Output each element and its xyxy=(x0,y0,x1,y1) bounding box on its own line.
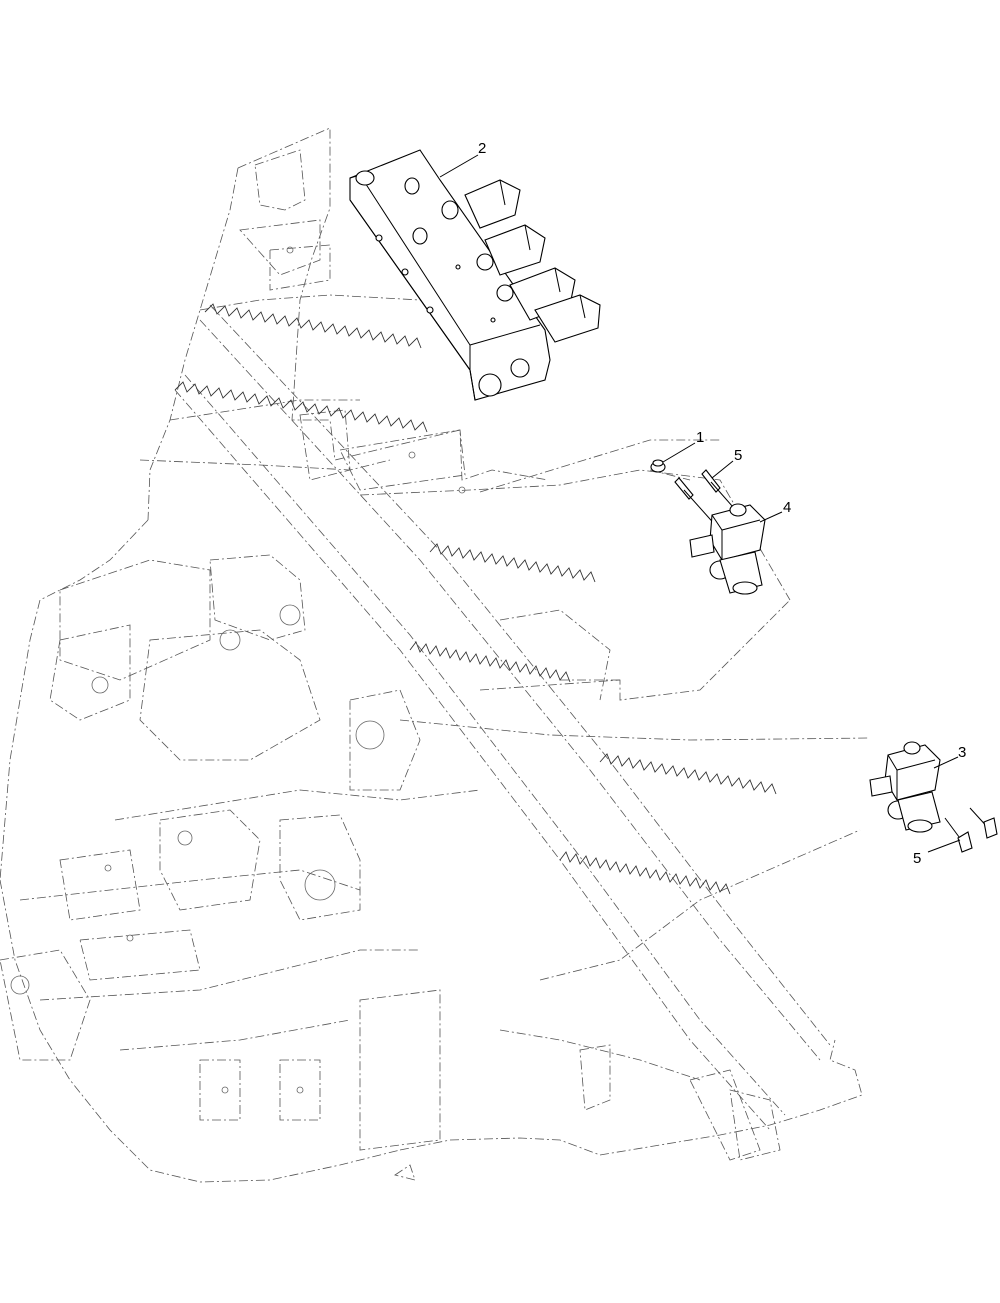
frame-phantom-outline xyxy=(0,127,871,1183)
leader-line-1 xyxy=(662,442,696,463)
solenoid-valve-part-4 xyxy=(689,503,766,595)
leader-line-3 xyxy=(933,756,959,769)
leader-line-5-upper xyxy=(711,460,734,479)
callout-2: 2 xyxy=(478,140,486,157)
manifold-solenoid-coils xyxy=(464,179,601,343)
leader-line-4 xyxy=(759,511,783,523)
valve-manifold xyxy=(349,149,601,401)
callout-5-lower: 5 xyxy=(913,850,921,867)
callout-1: 1 xyxy=(696,429,704,446)
callout-5-upper: 5 xyxy=(734,447,742,464)
bolts-part-5-lower xyxy=(944,807,998,853)
fitting-part-1 xyxy=(650,459,666,473)
leader-line-5-lower xyxy=(927,839,961,853)
callouts: 2 1 5 4 3 5 xyxy=(439,140,966,867)
solenoid-valve-part-3 xyxy=(869,741,941,833)
callout-3: 3 xyxy=(958,744,966,761)
manifold-port-fittings xyxy=(355,170,530,397)
callout-4: 4 xyxy=(783,499,791,516)
gear-rack xyxy=(174,303,831,1131)
leader-line-2 xyxy=(439,154,479,178)
bolts-part-5-upper xyxy=(674,469,741,529)
